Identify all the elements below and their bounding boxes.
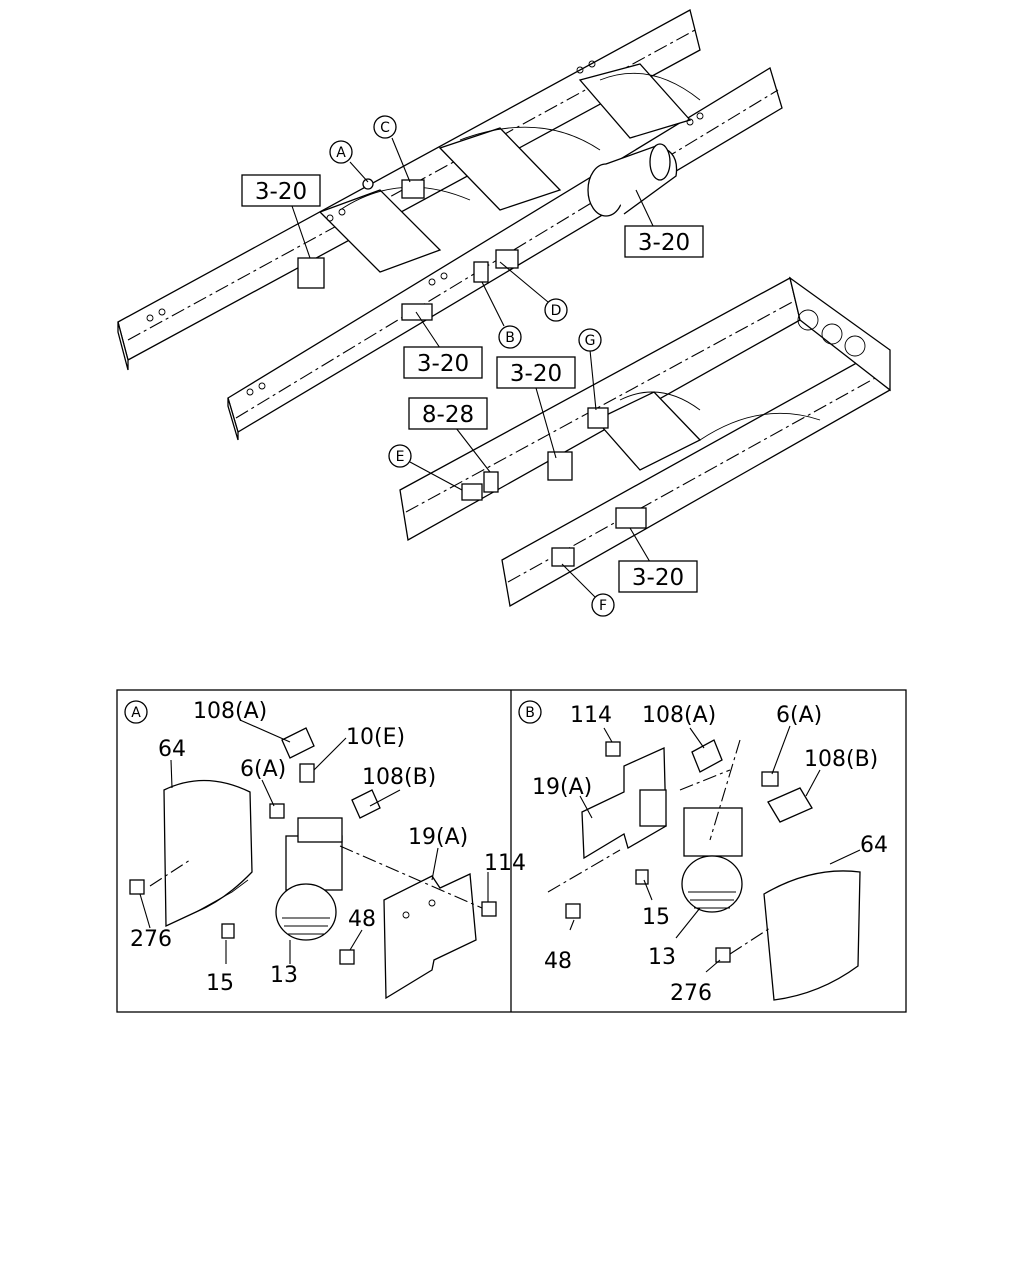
- svg-text:A: A: [336, 145, 346, 161]
- detail-b: B 11: [518, 700, 888, 1006]
- callout-c: C: [373, 115, 397, 139]
- part-276: 276: [670, 981, 712, 1006]
- svg-text:A: A: [131, 705, 141, 721]
- upper-frame: [117, 9, 783, 441]
- part-276: 276: [130, 927, 172, 952]
- svg-text:3-20: 3-20: [632, 565, 684, 591]
- part-15: 15: [206, 971, 234, 996]
- svg-text:3-20: 3-20: [417, 351, 469, 377]
- part-108a: 108(A): [193, 699, 267, 724]
- ref-box-3[interactable]: 3-20: [403, 346, 483, 379]
- part-19a: 19(A): [532, 775, 592, 800]
- part-13: 13: [648, 945, 676, 970]
- svg-text:3-20: 3-20: [510, 361, 562, 387]
- lower-frame: [399, 276, 891, 608]
- part-114: 114: [484, 851, 526, 876]
- svg-text:8-28: 8-28: [422, 402, 474, 428]
- part-64: 64: [860, 833, 888, 858]
- part-108b: 108(B): [362, 765, 436, 790]
- part-108b: 108(B): [804, 747, 878, 772]
- svg-text:C: C: [380, 120, 390, 136]
- part-6a: 6(A): [776, 703, 822, 728]
- svg-text:D: D: [551, 303, 562, 319]
- ref-box-6[interactable]: 3-20: [618, 560, 698, 593]
- part-48: 48: [348, 907, 376, 932]
- svg-text:3-20: 3-20: [638, 230, 690, 256]
- callout-b: B: [498, 325, 522, 349]
- part-15: 15: [642, 905, 670, 930]
- ref-box-2[interactable]: 3-20: [624, 225, 704, 258]
- svg-text:B: B: [525, 705, 535, 721]
- detail-a: A: [124, 699, 526, 1000]
- part-114: 114: [570, 703, 612, 728]
- ref-box-4[interactable]: 3-20: [496, 356, 576, 389]
- svg-text:B: B: [505, 330, 515, 346]
- callout-f: F: [591, 593, 615, 617]
- air-tank: [587, 143, 678, 217]
- part-10e: 10(E): [346, 725, 405, 750]
- callout-d: D: [544, 298, 568, 322]
- part-6a: 6(A): [240, 757, 286, 782]
- ref-box-5[interactable]: 8-28: [408, 397, 488, 430]
- part-48: 48: [544, 949, 572, 974]
- callout-a: A: [329, 140, 353, 164]
- part-13: 13: [270, 963, 298, 988]
- upper-leaders: [291, 137, 655, 599]
- ref-box-1[interactable]: 3-20: [241, 174, 321, 207]
- part-64: 64: [158, 737, 186, 762]
- svg-text:G: G: [585, 333, 596, 349]
- part-19a: 19(A): [408, 825, 468, 850]
- part-108a: 108(A): [642, 703, 716, 728]
- svg-text:E: E: [396, 449, 405, 465]
- callout-e: E: [388, 444, 412, 468]
- svg-text:3-20: 3-20: [255, 179, 307, 205]
- callout-g: G: [578, 328, 602, 352]
- svg-text:F: F: [599, 598, 607, 614]
